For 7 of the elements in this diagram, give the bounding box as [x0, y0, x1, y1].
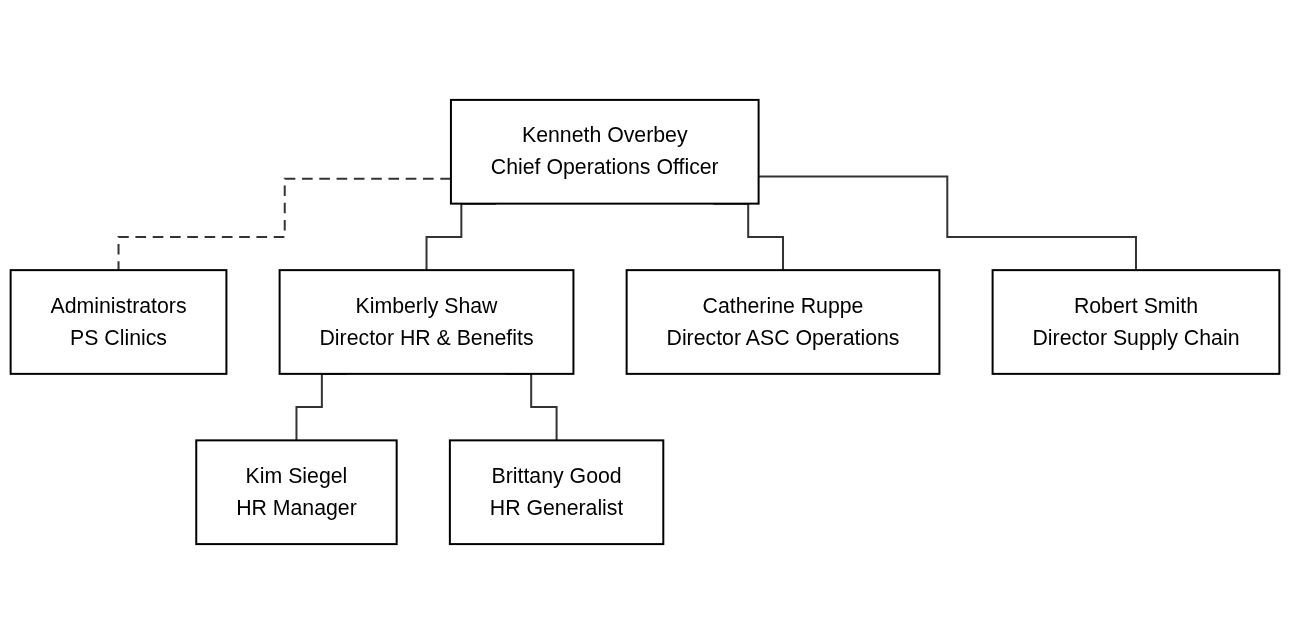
node-box: Kenneth Overbey Chief Operations Officer — [449, 98, 760, 205]
node-box: Kim Siegel HR Manager — [195, 439, 398, 546]
node-box: Robert Smith Director Supply Chain — [991, 269, 1281, 375]
node-box: Brittany Good HR Generalist — [448, 439, 665, 546]
node-box: Catherine Ruppe Director ASC Operations — [625, 269, 941, 375]
node-box: Kimberly Shaw Director HR & Benefits — [278, 269, 575, 375]
node-box: Administrators PS Clinics — [9, 269, 228, 375]
